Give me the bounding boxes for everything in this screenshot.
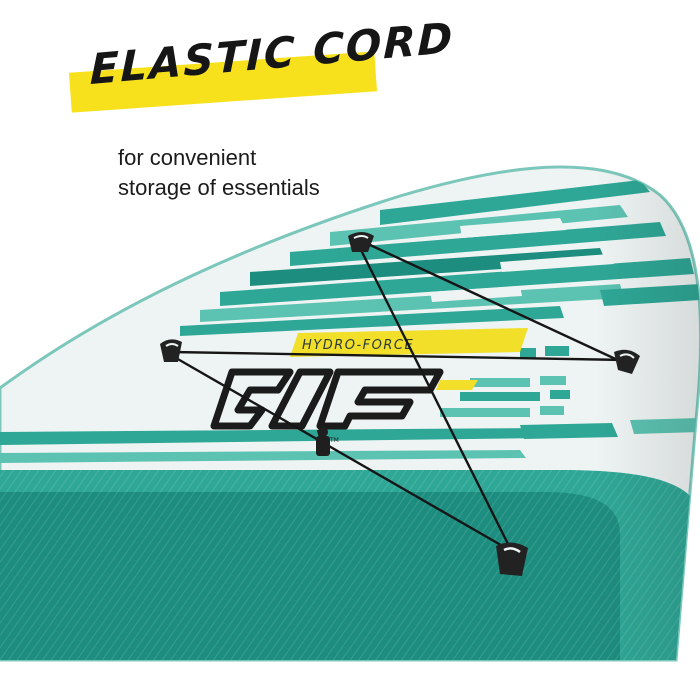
brand-badge: HYDRO-FORCE — [290, 328, 528, 357]
logo-tm-text: TM — [329, 437, 339, 444]
hf-logo: TM — [210, 368, 478, 444]
d-ring-bottom — [496, 542, 528, 576]
board-brand-text: HYDRO-FORCE — [302, 338, 414, 353]
elastic-cord — [171, 242, 627, 553]
d-ring-left — [160, 339, 182, 362]
d-ring-anchors — [160, 232, 640, 576]
headline-block: ELASTIC CORD — [66, 13, 455, 122]
subtitle-line-2: storage of essentials — [118, 175, 320, 200]
subtitle-line-1: for convenient — [118, 145, 257, 170]
subtitle: for convenient storage of essentials — [118, 143, 320, 203]
d-ring-top — [348, 232, 374, 252]
d-ring-right — [614, 349, 640, 374]
cord-toggle — [316, 427, 330, 456]
